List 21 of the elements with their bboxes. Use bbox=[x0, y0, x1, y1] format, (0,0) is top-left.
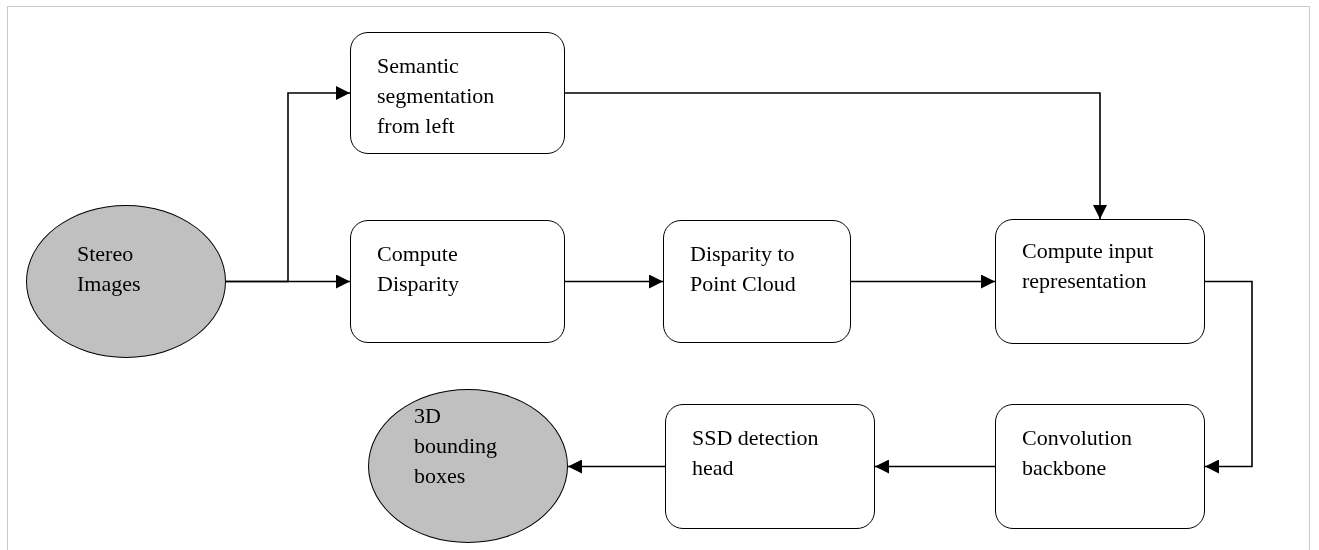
node-label: 3D bounding boxes bbox=[414, 402, 499, 490]
node-label: Disparity to Point Cloud bbox=[690, 240, 797, 298]
node-label: SSD detection head bbox=[692, 424, 820, 482]
process-box bbox=[663, 220, 851, 343]
arrow bbox=[225, 274, 351, 289]
node-label: Convolution backbone bbox=[1022, 424, 1133, 482]
process-box bbox=[350, 220, 565, 343]
arrow bbox=[564, 274, 664, 289]
arrow bbox=[567, 459, 666, 474]
process-box bbox=[665, 404, 875, 529]
arrow bbox=[874, 459, 996, 474]
arrow bbox=[564, 92, 1107, 220]
process-box bbox=[995, 404, 1205, 529]
node-label: Stereo Images bbox=[77, 240, 142, 298]
process-box bbox=[350, 32, 565, 154]
arrow bbox=[1204, 280, 1253, 474]
node-label: Compute input representation bbox=[1022, 237, 1155, 295]
node-label: Semantic segmentation from left bbox=[377, 52, 496, 140]
arrow bbox=[850, 274, 996, 289]
process-box bbox=[995, 219, 1205, 344]
node-label: Compute Disparity bbox=[377, 240, 460, 298]
